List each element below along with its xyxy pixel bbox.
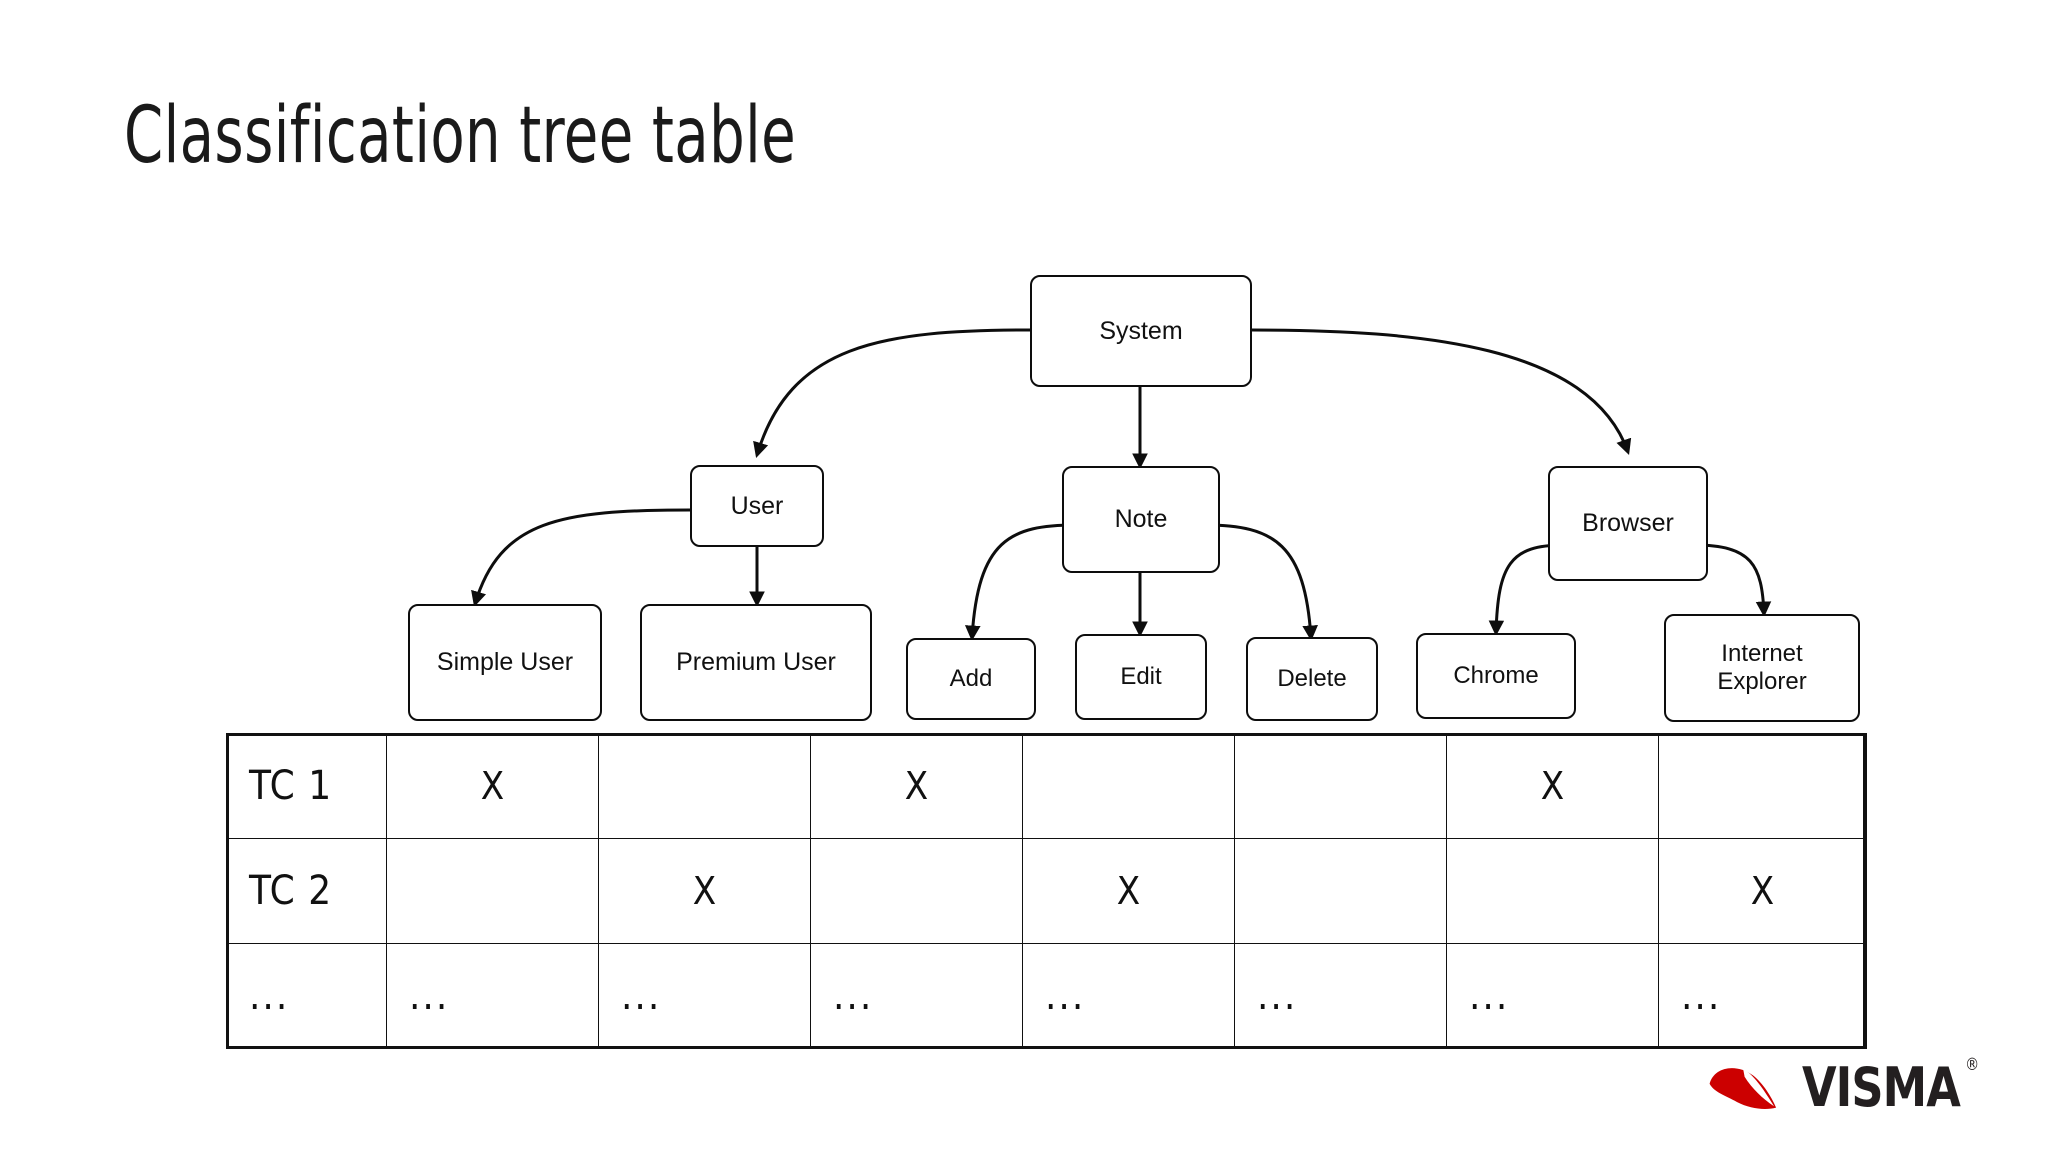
cell-mark[interactable]: X	[1022, 838, 1235, 944]
classification-table: TC 1 X X X TC 2 X X X ... ..	[226, 733, 1867, 1049]
ie-label-line1: Internet	[1721, 640, 1803, 668]
tree-node-browser[interactable]: Browser	[1548, 466, 1708, 581]
cell-ellipsis[interactable]: ...	[1234, 943, 1447, 1049]
row-label: ...	[226, 943, 387, 1049]
tree-node-note[interactable]: Note	[1062, 466, 1220, 573]
cell-ellipsis[interactable]: ...	[1446, 943, 1659, 1049]
cell-mark[interactable]	[1022, 733, 1235, 839]
visma-logo: VISMA ®	[1704, 1057, 1980, 1116]
cell-mark[interactable]: X	[810, 733, 1023, 839]
cell-mark[interactable]	[598, 733, 811, 839]
ie-label-line2: Explorer	[1717, 668, 1807, 695]
cell-mark[interactable]	[386, 838, 599, 944]
cell-mark[interactable]: X	[1446, 733, 1659, 839]
visma-swoosh-icon	[1709, 1068, 1777, 1109]
cell-mark[interactable]: X	[1658, 838, 1867, 944]
tree-node-system[interactable]: System	[1030, 275, 1252, 387]
tree-node-internet-explorer[interactable]: Internet Explorer	[1664, 614, 1860, 722]
tree-node-add[interactable]: Add	[906, 638, 1036, 720]
cell-ellipsis[interactable]: ...	[1658, 943, 1867, 1049]
row-label: TC 2	[226, 838, 387, 944]
cell-mark[interactable]: X	[598, 838, 811, 944]
cell-mark[interactable]	[1446, 838, 1659, 944]
tree-node-simple-user[interactable]: Simple User	[408, 604, 602, 721]
cell-ellipsis[interactable]: ...	[1022, 943, 1235, 1049]
page-title: Classification tree table	[124, 91, 797, 181]
tree-node-chrome[interactable]: Chrome	[1416, 633, 1576, 719]
table-row[interactable]: ... ... ... ... ... ... ... ...	[226, 943, 1867, 1049]
visma-wordmark: VISMA ®	[1802, 1057, 1979, 1115]
row-label: TC 1	[226, 733, 387, 839]
table-row[interactable]: TC 1 X X X	[226, 733, 1867, 839]
cell-ellipsis[interactable]: ...	[598, 943, 811, 1049]
cell-mark[interactable]	[1234, 733, 1447, 839]
cell-ellipsis[interactable]: ...	[386, 943, 599, 1049]
cell-mark[interactable]	[1234, 838, 1447, 944]
cell-mark[interactable]: X	[386, 733, 599, 839]
cell-mark[interactable]	[810, 838, 1023, 944]
tree-node-delete[interactable]: Delete	[1246, 637, 1378, 721]
visma-word-text: VISMA	[1802, 1056, 1961, 1119]
cell-mark[interactable]	[1658, 733, 1867, 839]
registered-mark-icon: ®	[1965, 1055, 1980, 1075]
tree-node-premium-user[interactable]: Premium User	[640, 604, 872, 721]
cell-ellipsis[interactable]: ...	[810, 943, 1023, 1049]
table-row[interactable]: TC 2 X X X	[226, 838, 1867, 944]
tree-node-user[interactable]: User	[690, 465, 824, 547]
tree-node-edit[interactable]: Edit	[1075, 634, 1207, 720]
